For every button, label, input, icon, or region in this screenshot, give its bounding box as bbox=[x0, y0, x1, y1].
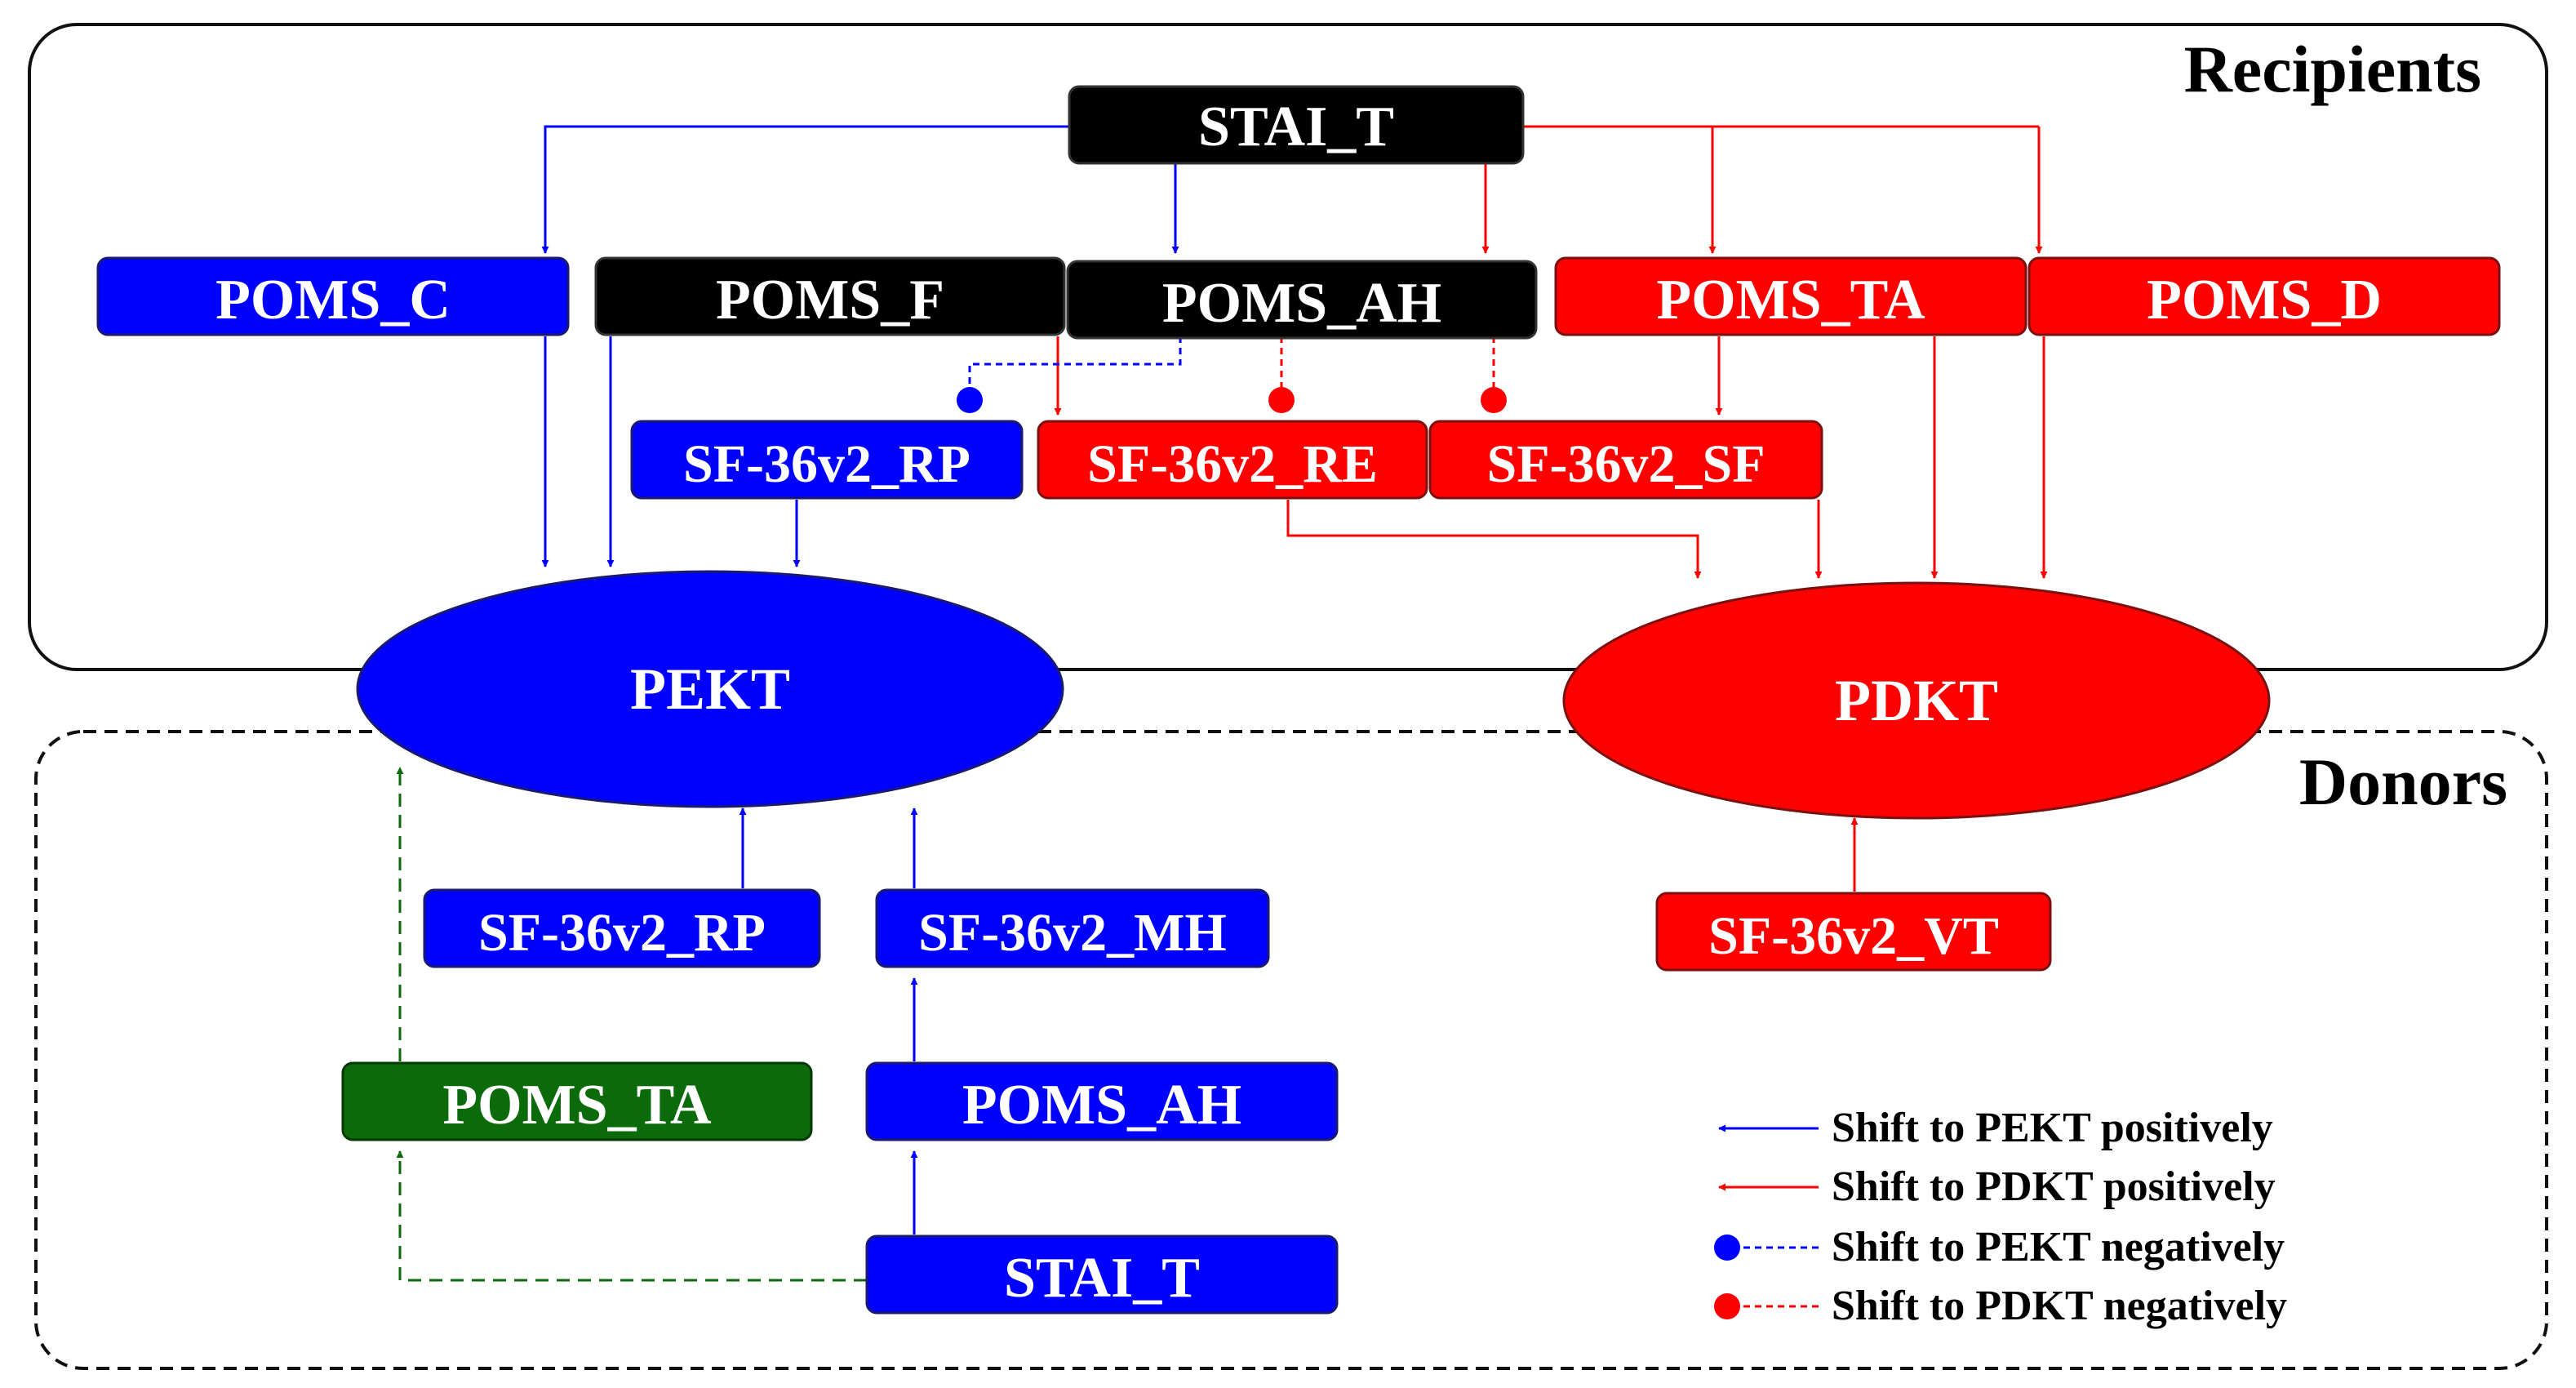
node-recipient-sf-re[interactable]: SF-36v2_RE bbox=[1037, 420, 1428, 500]
svg-text:SF-36v2_RE: SF-36v2_RE bbox=[1087, 434, 1378, 494]
node-recipient-sf-rp[interactable]: SF-36v2_RP bbox=[630, 420, 1024, 500]
node-recipient-poms-d[interactable]: POMS_D bbox=[2027, 256, 2501, 336]
svg-text:STAI_T: STAI_T bbox=[1198, 96, 1394, 158]
neg-dot-sf-re bbox=[1268, 387, 1295, 413]
svg-text:SF-36v2_RP: SF-36v2_RP bbox=[478, 903, 766, 963]
svg-text:STAI_T: STAI_T bbox=[1004, 1247, 1200, 1310]
svg-text:Shift to PEKT negatively: Shift to PEKT negatively bbox=[1832, 1224, 2285, 1270]
recipients-frame bbox=[28, 23, 2548, 671]
edge-stai-to-poms-c bbox=[541, 125, 1069, 254]
outcome-pekt[interactable]: PEKT bbox=[356, 570, 1064, 808]
neg-dot-sf-rp bbox=[957, 387, 983, 413]
node-donor-stai-t[interactable]: STAI_T bbox=[865, 1235, 1339, 1315]
recipients-label: Recipients bbox=[2184, 32, 2481, 106]
node-donor-poms-ah[interactable]: POMS_AH bbox=[865, 1061, 1339, 1141]
node-donor-sf-mh[interactable]: SF-36v2_MH bbox=[875, 888, 1270, 968]
outcome-pdkt[interactable]: PDKT bbox=[1562, 581, 2271, 820]
edge-sf-re-to-pdkt bbox=[1286, 500, 1702, 579]
recipient-connectors bbox=[541, 125, 2048, 579]
node-recipient-poms-ta[interactable]: POMS_TA bbox=[1554, 256, 2027, 336]
svg-text:Shift to PDKT negatively: Shift to PDKT negatively bbox=[1832, 1283, 2287, 1329]
svg-text:Shift to PDKT positively: Shift to PDKT positively bbox=[1832, 1163, 2276, 1210]
node-recipient-poms-ah[interactable]: POMS_AH bbox=[1066, 260, 1538, 340]
svg-text:POMS_AH: POMS_AH bbox=[962, 1074, 1241, 1137]
svg-text:POMS_TA: POMS_TA bbox=[1656, 269, 1925, 331]
svg-text:POMS_AH: POMS_AH bbox=[1162, 272, 1441, 335]
outcome-pekt-label: PEKT bbox=[630, 656, 790, 722]
outcome-pdkt-label: PDKT bbox=[1835, 668, 1998, 733]
donors-frame bbox=[34, 730, 2548, 1370]
svg-text:POMS_C: POMS_C bbox=[215, 269, 451, 331]
legend-item-pekt-negative: Shift to PEKT negatively bbox=[1714, 1224, 2285, 1270]
svg-text:SF-36v2_VT: SF-36v2_VT bbox=[1708, 906, 1999, 966]
svg-text:SF-36v2_MH: SF-36v2_MH bbox=[918, 903, 1227, 963]
neg-dot-sf-sf bbox=[1481, 387, 1507, 413]
node-donor-sf-vt[interactable]: SF-36v2_VT bbox=[1655, 892, 2052, 972]
node-recipient-poms-f[interactable]: POMS_F bbox=[594, 256, 1066, 336]
node-recipient-poms-c[interactable]: POMS_C bbox=[96, 256, 570, 336]
svg-text:POMS_F: POMS_F bbox=[716, 269, 944, 331]
svg-text:SF-36v2_RP: SF-36v2_RP bbox=[683, 434, 970, 494]
legend-item-pdkt-negative: Shift to PDKT negatively bbox=[1714, 1283, 2287, 1329]
svg-text:Shift to PEKT positively: Shift to PEKT positively bbox=[1832, 1105, 2273, 1151]
svg-text:POMS_D: POMS_D bbox=[2147, 269, 2382, 331]
svg-text:POMS_TA: POMS_TA bbox=[442, 1074, 712, 1137]
node-donor-poms-ta[interactable]: POMS_TA bbox=[341, 1061, 813, 1141]
donor-connectors bbox=[396, 767, 1859, 1282]
legend: Shift to PEKT positively Shift to PDKT p… bbox=[1714, 1105, 2287, 1329]
edge-poms-ah-to-sf-rp-neg bbox=[968, 336, 1182, 390]
node-donor-sf-rp[interactable]: SF-36v2_RP bbox=[423, 888, 821, 968]
donors-label: Donors bbox=[2299, 745, 2507, 819]
legend-item-pekt-positive: Shift to PEKT positively bbox=[1718, 1105, 2273, 1151]
svg-text:SF-36v2_SF: SF-36v2_SF bbox=[1486, 434, 1765, 494]
node-recipient-sf-sf[interactable]: SF-36v2_SF bbox=[1428, 420, 1823, 500]
node-recipient-stai-t[interactable]: STAI_T bbox=[1068, 85, 1525, 165]
legend-item-pdkt-positive: Shift to PDKT positively bbox=[1718, 1163, 2276, 1210]
edge-donor-stai-to-poms-ta bbox=[396, 1150, 867, 1282]
